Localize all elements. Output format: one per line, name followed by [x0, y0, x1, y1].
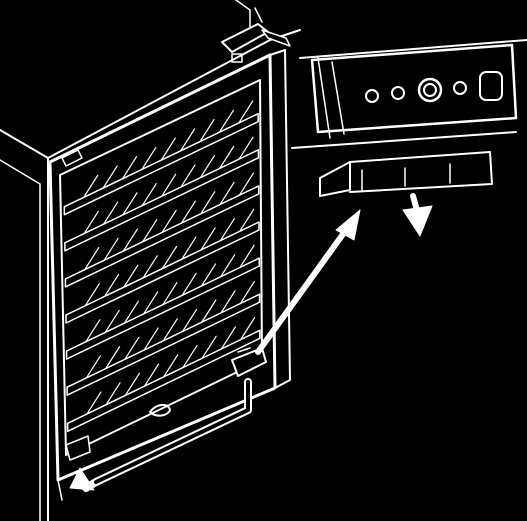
top-hinge — [221, 23, 291, 63]
remove-arrow — [402, 193, 433, 237]
wine-rack-shelves — [63, 100, 261, 433]
wine-shelf — [66, 280, 261, 396]
top-left-hinge — [61, 149, 83, 167]
wine-shelf — [65, 208, 260, 324]
wine-shelf — [66, 317, 261, 433]
hinge-detail-callout — [291, 39, 527, 197]
wine-shelf — [64, 136, 260, 252]
wine-shelf — [63, 100, 259, 216]
move-arrow — [69, 209, 361, 492]
wine-shelf — [64, 172, 260, 288]
wine-shelf — [65, 244, 261, 360]
wine-cooler-cabinet — [0, 0, 301, 521]
bottom-hinge — [65, 347, 267, 461]
